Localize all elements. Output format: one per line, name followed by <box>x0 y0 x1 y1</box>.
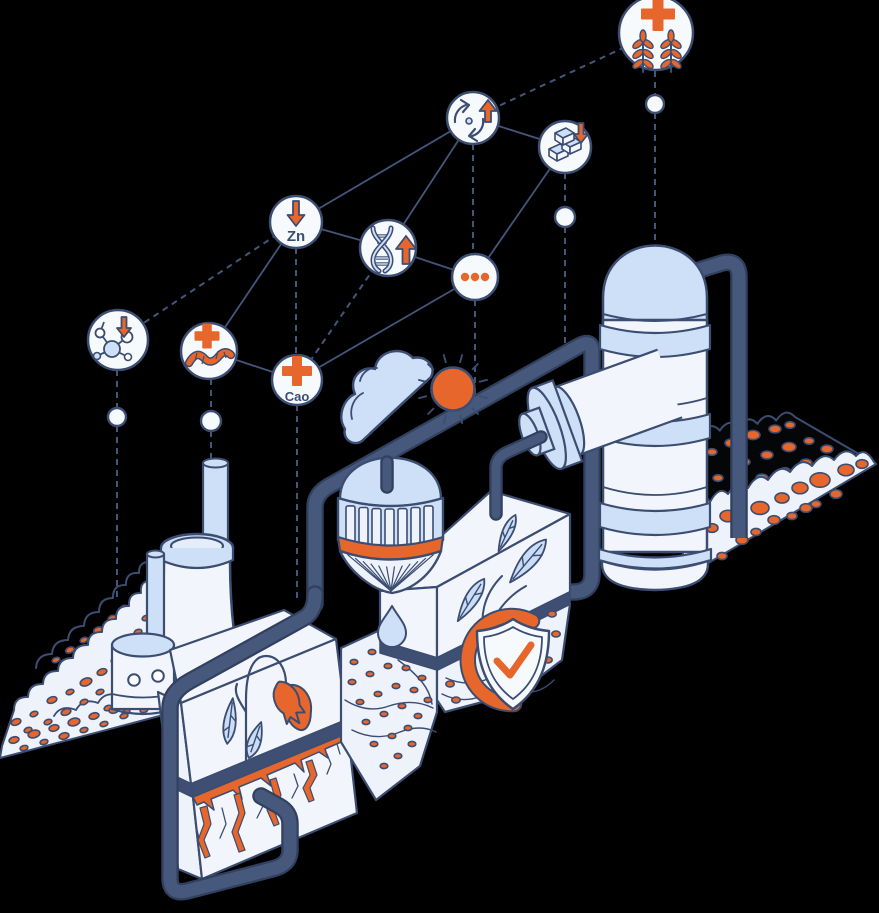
svg-text:Cao: Cao <box>285 389 310 404</box>
svg-text:Zn: Zn <box>287 228 305 245</box>
